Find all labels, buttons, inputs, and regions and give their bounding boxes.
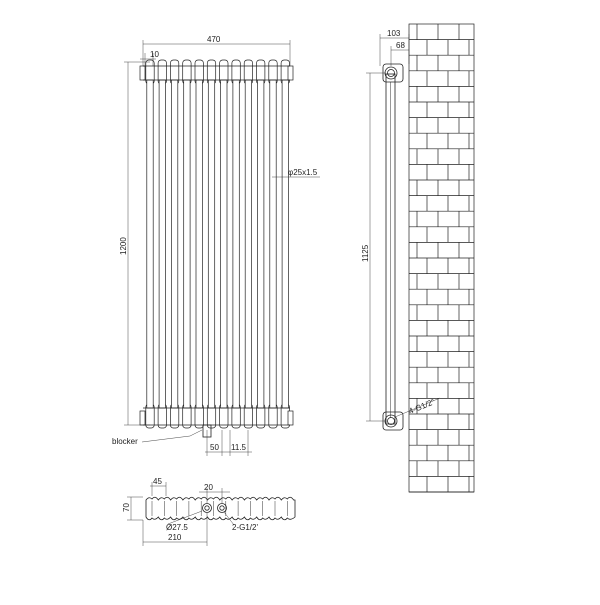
column-tube <box>269 79 277 409</box>
port-label: 4-G1/2" <box>407 397 436 416</box>
valve-distance-label: 210 <box>168 533 182 542</box>
side-view: 103 68 1125 4-G1/2" <box>361 23 475 493</box>
depth-label: 70 <box>122 503 131 512</box>
total-depth-label: 103 <box>387 29 401 38</box>
port-diameter-label: Ø27.5 <box>166 523 188 532</box>
tube-spec-label: φ25x1.5 <box>288 168 318 177</box>
tube-gap-label: 11.5 <box>231 443 247 452</box>
column-tube <box>207 79 216 409</box>
bottom-view: 45 20 70 Ø27.5 2-G1/2' 210 <box>122 477 296 546</box>
port-thread-leader <box>223 511 235 526</box>
end-plug-top-left <box>139 65 146 81</box>
top-port-inner <box>387 69 395 77</box>
front-view-tubes <box>139 59 294 429</box>
column-tube <box>232 79 240 409</box>
radiator-side-body <box>385 73 396 425</box>
column-tube <box>195 79 203 409</box>
end-plug-top-right <box>287 65 294 81</box>
column-tube <box>244 79 252 409</box>
outlet-port-inner <box>219 505 225 511</box>
column-tube <box>281 79 289 409</box>
pitch-label: 10 <box>150 50 159 59</box>
bottom-port-inner <box>387 417 395 425</box>
front-view: 470 10 1200 φ25x1.5 blocker 50 11.5 <box>112 35 320 456</box>
section-width-label: 45 <box>153 477 162 486</box>
inlet-port-inner <box>204 505 210 511</box>
centers-label: 1125 <box>361 244 370 262</box>
port-thread-label: 2-G1/2' <box>232 523 258 532</box>
end-plug-bottom-right <box>287 410 294 426</box>
blocker-label: blocker <box>112 437 138 446</box>
port-leader <box>394 397 441 418</box>
top-port-outer <box>384 66 398 80</box>
column-tube <box>171 79 179 409</box>
column-tube <box>257 79 265 409</box>
blocker-leader <box>141 429 203 443</box>
wall-bricks <box>409 24 474 493</box>
column-tube <box>183 79 191 409</box>
valve-spacing-label: 20 <box>204 483 213 492</box>
end-plug-bottom-left <box>139 410 146 426</box>
valve-offset-label: 50 <box>210 443 219 452</box>
column-tube <box>158 79 166 409</box>
outlet-port <box>217 503 227 513</box>
column-tube <box>220 79 228 409</box>
bottom-view-sections <box>145 496 296 521</box>
column-tube <box>146 79 154 409</box>
height-label: 1200 <box>119 237 128 255</box>
wall-offset-label: 68 <box>396 41 405 50</box>
inlet-port <box>202 503 212 513</box>
port-diameter-leader <box>167 510 203 525</box>
header-outlines <box>143 65 290 426</box>
width-label: 470 <box>207 35 221 44</box>
bottom-view-outline <box>145 496 296 521</box>
